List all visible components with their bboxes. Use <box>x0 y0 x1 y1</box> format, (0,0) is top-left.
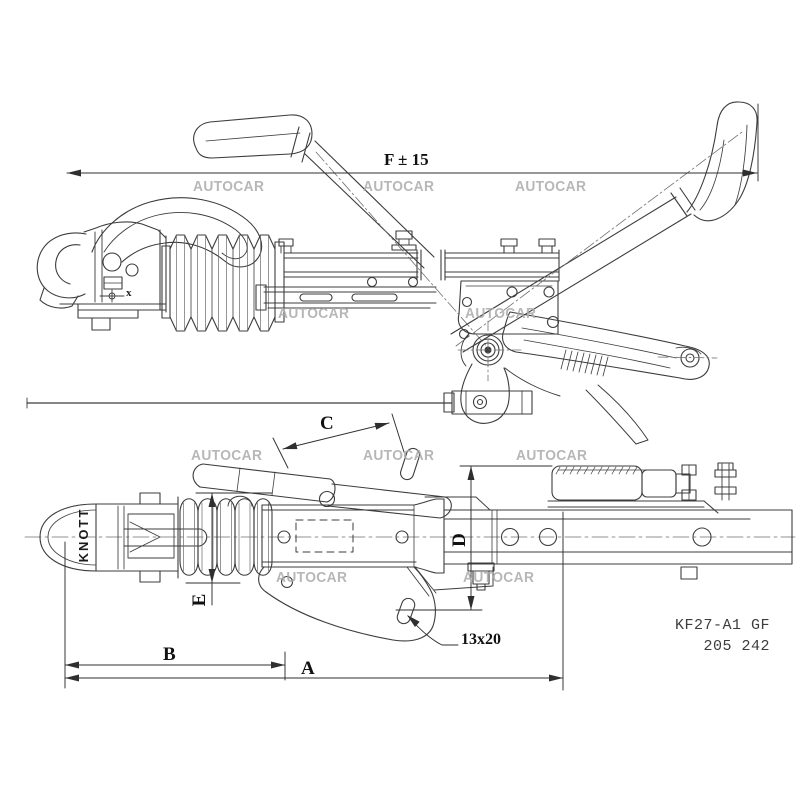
plan-view <box>24 447 796 642</box>
watermark: AUTOCAR <box>515 179 587 195</box>
coupling-head-plan <box>39 492 253 583</box>
drawbar-tube-side <box>255 230 560 340</box>
pivot-assembly <box>26 320 649 445</box>
bellows-side <box>161 234 285 332</box>
handbrake-lever-plan <box>192 447 452 519</box>
watermark: AUTOCAR <box>193 179 265 195</box>
handbrake-lever-raised <box>450 101 758 353</box>
watermark: AUTOCAR <box>363 448 435 464</box>
dim-label-slot: 13x20 <box>461 631 501 648</box>
part-model: KF27-A1 GF <box>674 617 770 634</box>
adjust-cross-mark: x <box>126 287 132 299</box>
watermark: AUTOCAR <box>363 179 435 195</box>
watermark: AUTOCAR <box>278 306 350 322</box>
coupling-head-side <box>36 221 167 331</box>
watermark: AUTOCAR <box>191 448 263 464</box>
mounting-bracket-plan <box>258 496 494 642</box>
dim-label-c: C <box>320 413 334 434</box>
damper-plan <box>471 462 793 580</box>
watermark: AUTOCAR <box>276 570 348 586</box>
brand-label: KNOTT <box>75 507 91 563</box>
dim-label-f: F ± 15 <box>384 150 429 169</box>
bellows-plan <box>179 498 273 576</box>
watermark: AUTOCAR <box>463 570 535 586</box>
watermark: AUTOCAR <box>465 306 537 322</box>
side-view <box>26 101 758 445</box>
dim-label-b: B <box>163 644 176 665</box>
part-id-block: KF27-A1 GF 205 242 <box>628 615 770 657</box>
damper-lever-arm <box>501 311 718 380</box>
part-number: 205 242 <box>703 638 770 655</box>
dim-label-a: A <box>301 658 315 679</box>
dim-label-d: D <box>449 533 470 547</box>
watermark: AUTOCAR <box>516 448 588 464</box>
dim-label-e: E <box>189 593 210 607</box>
dimension-lines <box>64 103 759 691</box>
